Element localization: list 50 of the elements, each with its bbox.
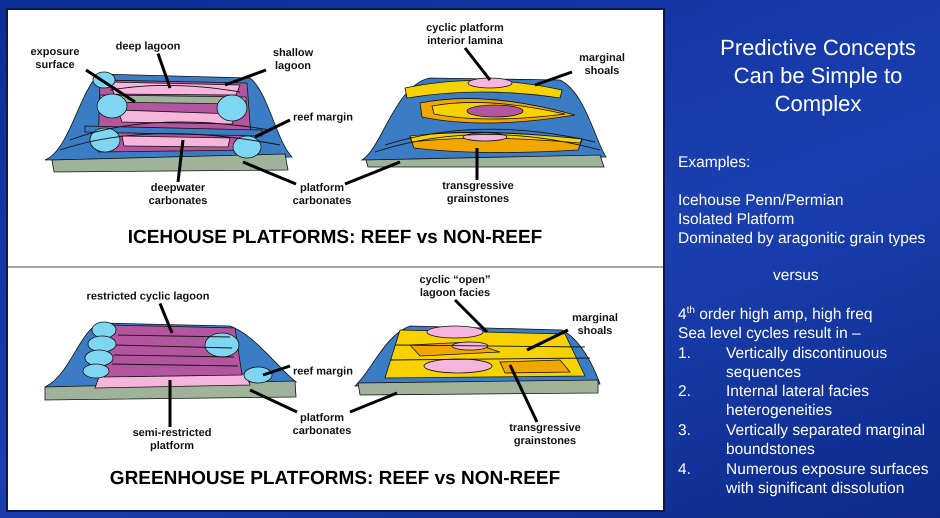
list-item: Numerous exposure surfaces with significant dissolution bbox=[726, 460, 930, 498]
list-item: Vertically separated marginal boundstones bbox=[726, 421, 926, 459]
list-item: Internal lateral facies heterogeneities bbox=[726, 382, 870, 420]
panel-heading: GREENHOUSE PLATFORMS: REEF vs NON-REEF bbox=[110, 469, 560, 488]
callout-label: platform carbonates bbox=[282, 182, 362, 208]
callout-label: restricted cyclic lagoon bbox=[78, 290, 218, 304]
body-text: versus bbox=[773, 266, 819, 285]
leader-line bbox=[508, 364, 538, 423]
leader-line bbox=[156, 53, 172, 88]
leader-line bbox=[158, 302, 174, 334]
leader-line bbox=[224, 68, 267, 86]
callout-label: exposure surface bbox=[24, 46, 86, 72]
callout-label: reef margin bbox=[288, 112, 358, 124]
callout-label: marginal shoals bbox=[565, 312, 625, 338]
list-number: 1. bbox=[678, 344, 691, 363]
leader-line bbox=[242, 160, 297, 186]
leader-line bbox=[464, 47, 492, 81]
list-number: 3. bbox=[678, 421, 691, 440]
slide-title: Predictive Concepts Can be Simple to Complex bbox=[719, 34, 917, 118]
callout-label: shallow lagoon bbox=[263, 47, 323, 73]
callout-label: deepwater carbonates bbox=[138, 182, 218, 208]
body-text: Isolated Platform bbox=[678, 210, 794, 229]
leader-line bbox=[254, 118, 291, 138]
callout-label: semi-restricted platform bbox=[127, 427, 217, 453]
leader-line bbox=[349, 392, 398, 414]
callout-label: transgressive grainstones bbox=[500, 422, 590, 448]
callout-label: cyclic platform interior lamina bbox=[410, 22, 520, 48]
callout-label: transgressive grainstones bbox=[433, 180, 523, 206]
leader-line bbox=[476, 148, 478, 180]
carbonate-platform-drawing bbox=[362, 78, 606, 168]
callout-label: marginal shoals bbox=[572, 52, 632, 78]
panel-heading: ICEHOUSE PLATFORMS: REEF vs NON-REEF bbox=[128, 228, 542, 247]
list-number: 4. bbox=[678, 460, 691, 479]
callout-label: platform carbonates bbox=[282, 412, 362, 438]
leader-line bbox=[168, 380, 172, 427]
callout-label: cyclic “open” lagoon facies bbox=[405, 274, 505, 300]
body-text: Examples: bbox=[678, 153, 750, 172]
body-text: Sea level cycles result in – bbox=[678, 324, 861, 343]
leader-line bbox=[454, 298, 488, 334]
carbonate-platform-drawing bbox=[44, 72, 292, 172]
callout-label: deep lagoon bbox=[108, 40, 188, 54]
body-text: Dominated by aragonitic grain types bbox=[678, 229, 926, 248]
callout-label: reef margin bbox=[288, 366, 358, 378]
leader-line bbox=[344, 160, 401, 186]
body-text: Icehouse Penn/Permian bbox=[678, 191, 844, 210]
list-number: 2. bbox=[678, 382, 691, 401]
leader-line bbox=[534, 70, 572, 86]
leader-line bbox=[249, 388, 298, 414]
list-item: Vertically discontinuous sequences bbox=[726, 344, 888, 382]
body-text: 4$^{th}$ order high amp, high freq bbox=[678, 305, 872, 324]
